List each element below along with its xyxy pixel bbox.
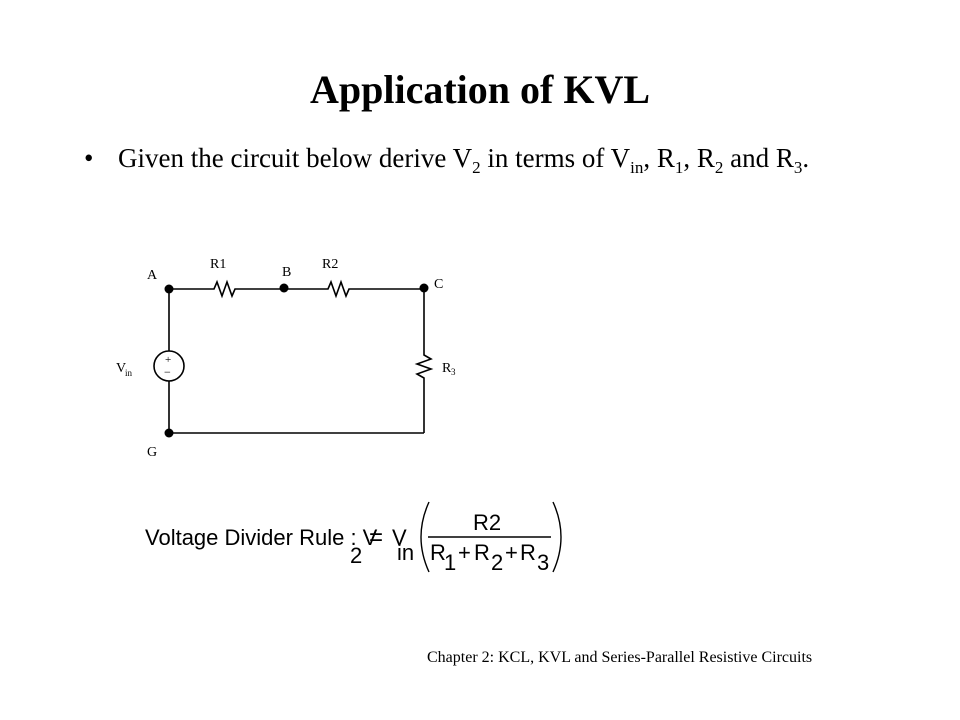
formula-den-r2-sub: 2: [491, 550, 503, 575]
formula-vin-subscript: in: [397, 540, 414, 565]
right-paren-icon: [552, 501, 562, 573]
resistor-r1: [206, 279, 244, 299]
slide-footer: Chapter 2: KCL, KVL and Series-Parallel …: [427, 649, 813, 666]
node-c-dot: [419, 283, 429, 293]
formula-den-r3-sub: 3: [537, 550, 549, 575]
node-b-label: B: [282, 265, 291, 280]
subscript-3: 3: [793, 158, 803, 177]
subscript-2b: 2: [714, 158, 724, 177]
node-a-dot: [164, 284, 174, 294]
left-paren-icon: [420, 501, 430, 573]
node-c-label: C: [434, 277, 443, 292]
bullet-text-part: and R: [723, 143, 794, 173]
source-plus: +: [165, 354, 171, 366]
slide-title: Application of KVL: [309, 67, 651, 112]
formula-den-r1: R: [430, 540, 446, 565]
formula-den-r3: R: [520, 540, 536, 565]
r3-subscript: 3: [451, 367, 456, 377]
formula-equals: =: [369, 524, 383, 551]
formula-vin: V: [392, 525, 407, 550]
node-g-label: G: [147, 445, 157, 460]
formula-prefix: Voltage Divider Rule : V: [145, 525, 378, 550]
bullet-text-part: , R: [643, 143, 675, 173]
formula-den-r1-sub: 1: [444, 550, 456, 575]
bullet-text-part: Given the circuit below derive V: [118, 143, 473, 173]
r3-label: R: [442, 361, 452, 376]
bullet-text-part: .: [802, 143, 810, 173]
subscript-1: 1: [674, 158, 684, 177]
resistor-r2: [320, 279, 358, 299]
bullet-text: Given the circuit below derive V2 in ter…: [118, 140, 878, 176]
formula-den-r2: R: [474, 540, 490, 565]
resistor-r3: [414, 350, 434, 384]
bullet-marker: •: [84, 143, 94, 173]
subscript-in: in: [630, 158, 644, 177]
formula-numerator: R2: [473, 510, 501, 535]
source-minus: −: [164, 365, 171, 379]
node-a-label: A: [147, 268, 158, 283]
vin-label: V: [116, 361, 126, 376]
r2-label: R2: [322, 257, 338, 272]
subscript-2: 2: [472, 158, 481, 177]
formula-plus-1: +: [458, 540, 471, 565]
bullet-text-part: in terms of V: [480, 143, 631, 173]
node-b-dot: [279, 283, 289, 293]
formula-plus-2: +: [505, 540, 518, 565]
bullet-text-part: , R: [683, 143, 715, 173]
r1-label: R1: [210, 257, 226, 272]
node-g-dot: [164, 428, 174, 438]
formula-v2-subscript: 2: [350, 543, 362, 568]
vin-subscript: in: [125, 368, 133, 378]
